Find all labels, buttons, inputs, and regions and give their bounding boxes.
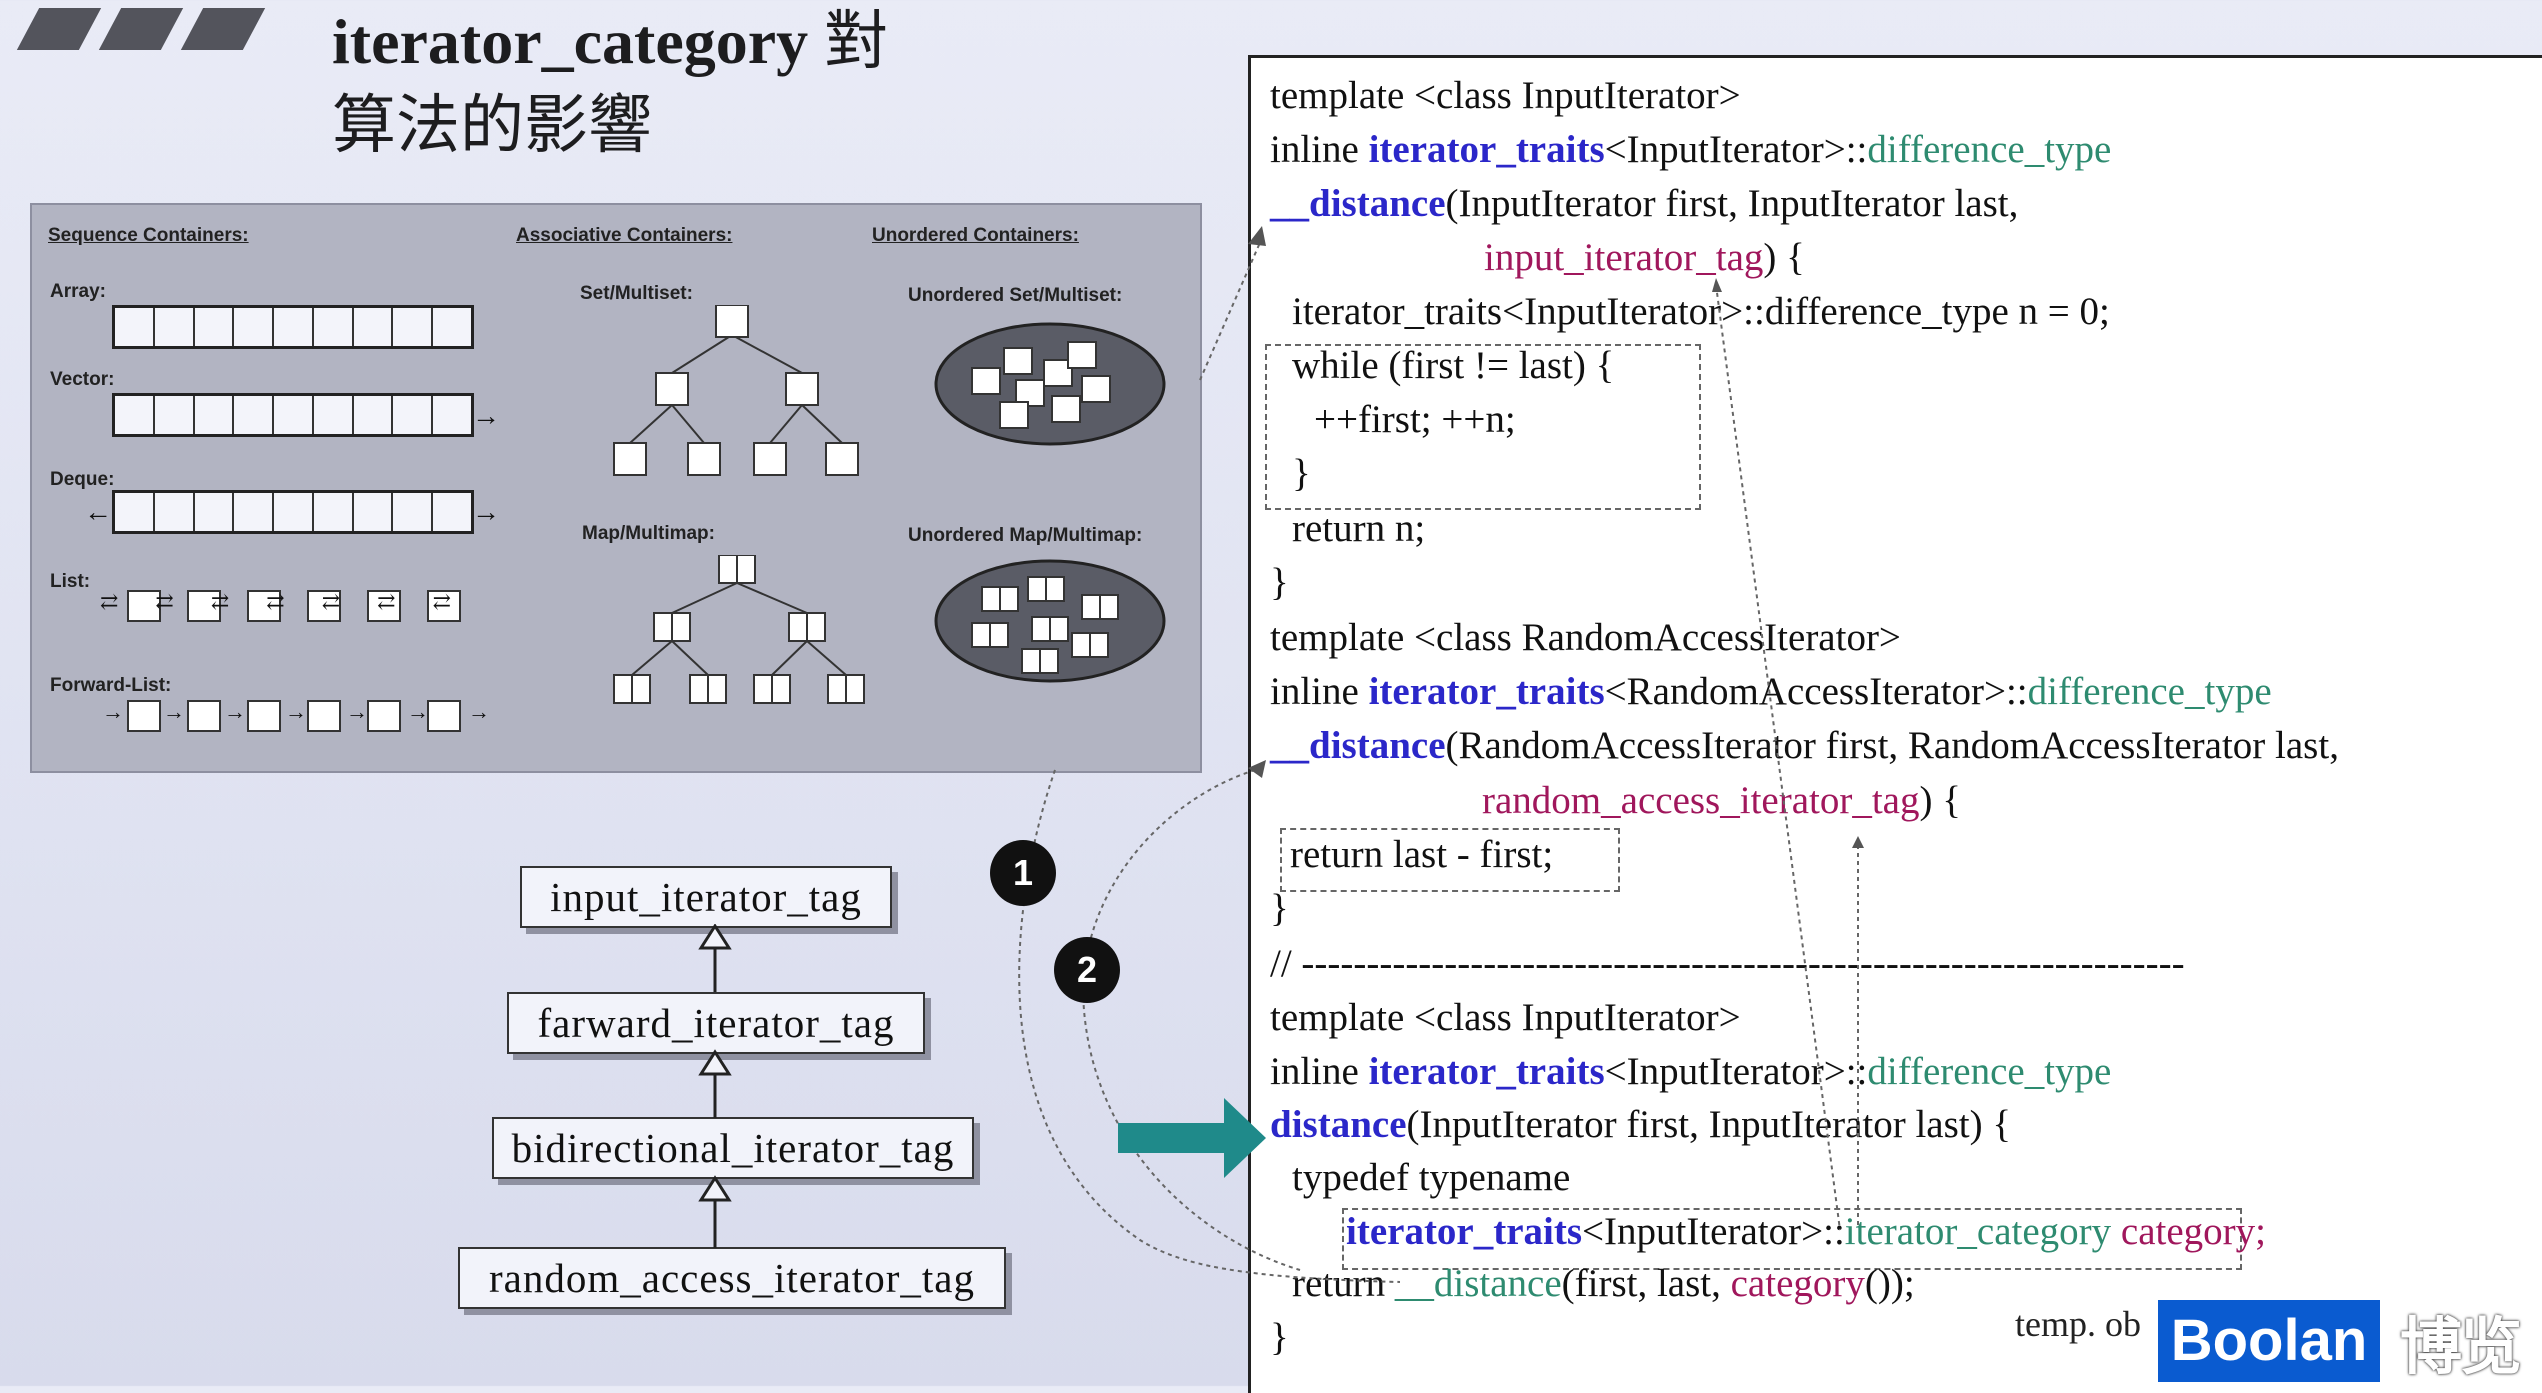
random-access-iterator-tag: random_access_iterator_tag: [458, 1247, 1006, 1309]
input-iterator-tag: input_iterator_tag: [520, 866, 892, 928]
map-multimap-label: Map/Multimap:: [582, 523, 715, 544]
slide-title: iterator_category 對 算法的影響: [332, 0, 888, 168]
code-line-12: inline iterator_traits<RandomAccessItera…: [1270, 670, 2272, 713]
random-access-return-box: [1280, 828, 1620, 892]
code-line-13: __distance(RandomAccessIterator first, R…: [1270, 724, 2339, 767]
code-line-14: random_access_iterator_tag) {: [1482, 779, 1961, 822]
code-line-7: ++first; ++n;: [1314, 398, 1516, 441]
deque-label: Deque:: [50, 469, 115, 490]
step-badge-2: 2: [1054, 937, 1120, 1003]
code-line-1: template <class InputIterator>: [1270, 74, 1741, 117]
boolan-logo-cn: 博览: [2400, 1314, 2522, 1382]
unordered-set-label: Unordered Set/Multiset:: [908, 285, 1123, 306]
set-multiset-label: Set/Multiset:: [580, 283, 693, 304]
code-line-2: inline iterator_traits<InputIterator>::d…: [1270, 128, 2112, 171]
while-loop-box: [1265, 344, 1701, 510]
temp-obj-caption: temp. ob: [2015, 1304, 2141, 1344]
title-en: iterator_category: [332, 6, 809, 77]
code-line-23: return __distance(first, last, category(…: [1292, 1262, 1915, 1305]
inheritance-arrows: [698, 924, 732, 1248]
code-line-16: }: [1270, 887, 1289, 930]
code-line-5: iterator_traits<InputIterator>::differen…: [1292, 290, 2110, 333]
map-tree-diagram: [613, 555, 865, 704]
array-diagram: [112, 305, 474, 349]
forward-list-label: Forward-List:: [50, 675, 172, 696]
title-cn-2: 算法的影響: [332, 90, 652, 161]
vector-arrow-icon: →: [472, 401, 500, 432]
code-line-11: template <class RandomAccessIterator>: [1270, 616, 1901, 659]
code-line-10: }: [1270, 561, 1289, 604]
title-cn-1: 對: [824, 6, 889, 77]
vector-diagram: [112, 393, 474, 437]
unordered-set-diagram: [934, 322, 1166, 446]
code-line-24: }: [1270, 1316, 1289, 1359]
code-panel: [1248, 55, 2542, 1393]
array-label: Array:: [50, 281, 106, 302]
code-line-8: }: [1292, 452, 1311, 495]
boolan-logo: Boolan: [2158, 1300, 2380, 1382]
code-line-6: while (first != last) {: [1292, 344, 1615, 387]
code-line-3: __distance(InputIterator first, InputIte…: [1270, 182, 2019, 225]
set-tree-diagram: [613, 305, 859, 476]
code-line-9: return n;: [1292, 507, 1426, 550]
stl-containers-figure: Sequence Containers: Associative Contain…: [30, 203, 1202, 773]
bidirectional-iterator-tag: bidirectional_iterator_tag: [492, 1117, 974, 1179]
code-line-22: iterator_traits<InputIterator>::iterator…: [1346, 1210, 2266, 1253]
sequence-header: Sequence Containers:: [48, 225, 249, 246]
deque-diagram: [112, 490, 474, 534]
associative-header: Associative Containers:: [516, 225, 733, 246]
step-badge-1: 1: [990, 840, 1056, 906]
list-label: List:: [50, 571, 91, 592]
code-line-18: template <class InputIterator>: [1270, 996, 1741, 1039]
code-line-17: // -------------------------------------…: [1270, 942, 2185, 985]
vector-label: Vector:: [50, 369, 115, 390]
code-line-21: typedef typename: [1292, 1156, 1571, 1199]
deque-left-arrow-icon: ←: [84, 497, 112, 528]
deque-right-arrow-icon: →: [472, 497, 500, 528]
code-line-15: return last - first;: [1290, 833, 1554, 876]
code-line-4: input_iterator_tag) {: [1484, 236, 1805, 279]
unordered-header: Unordered Containers:: [872, 225, 1079, 246]
iterator-category-box: [1342, 1208, 2242, 1270]
code-line-20: distance(InputIterator first, InputItera…: [1270, 1103, 2012, 1146]
code-line-19: inline iterator_traits<InputIterator>::d…: [1270, 1050, 2112, 1093]
unordered-map-label: Unordered Map/Multimap:: [908, 525, 1143, 546]
unordered-map-diagram: [934, 559, 1166, 683]
